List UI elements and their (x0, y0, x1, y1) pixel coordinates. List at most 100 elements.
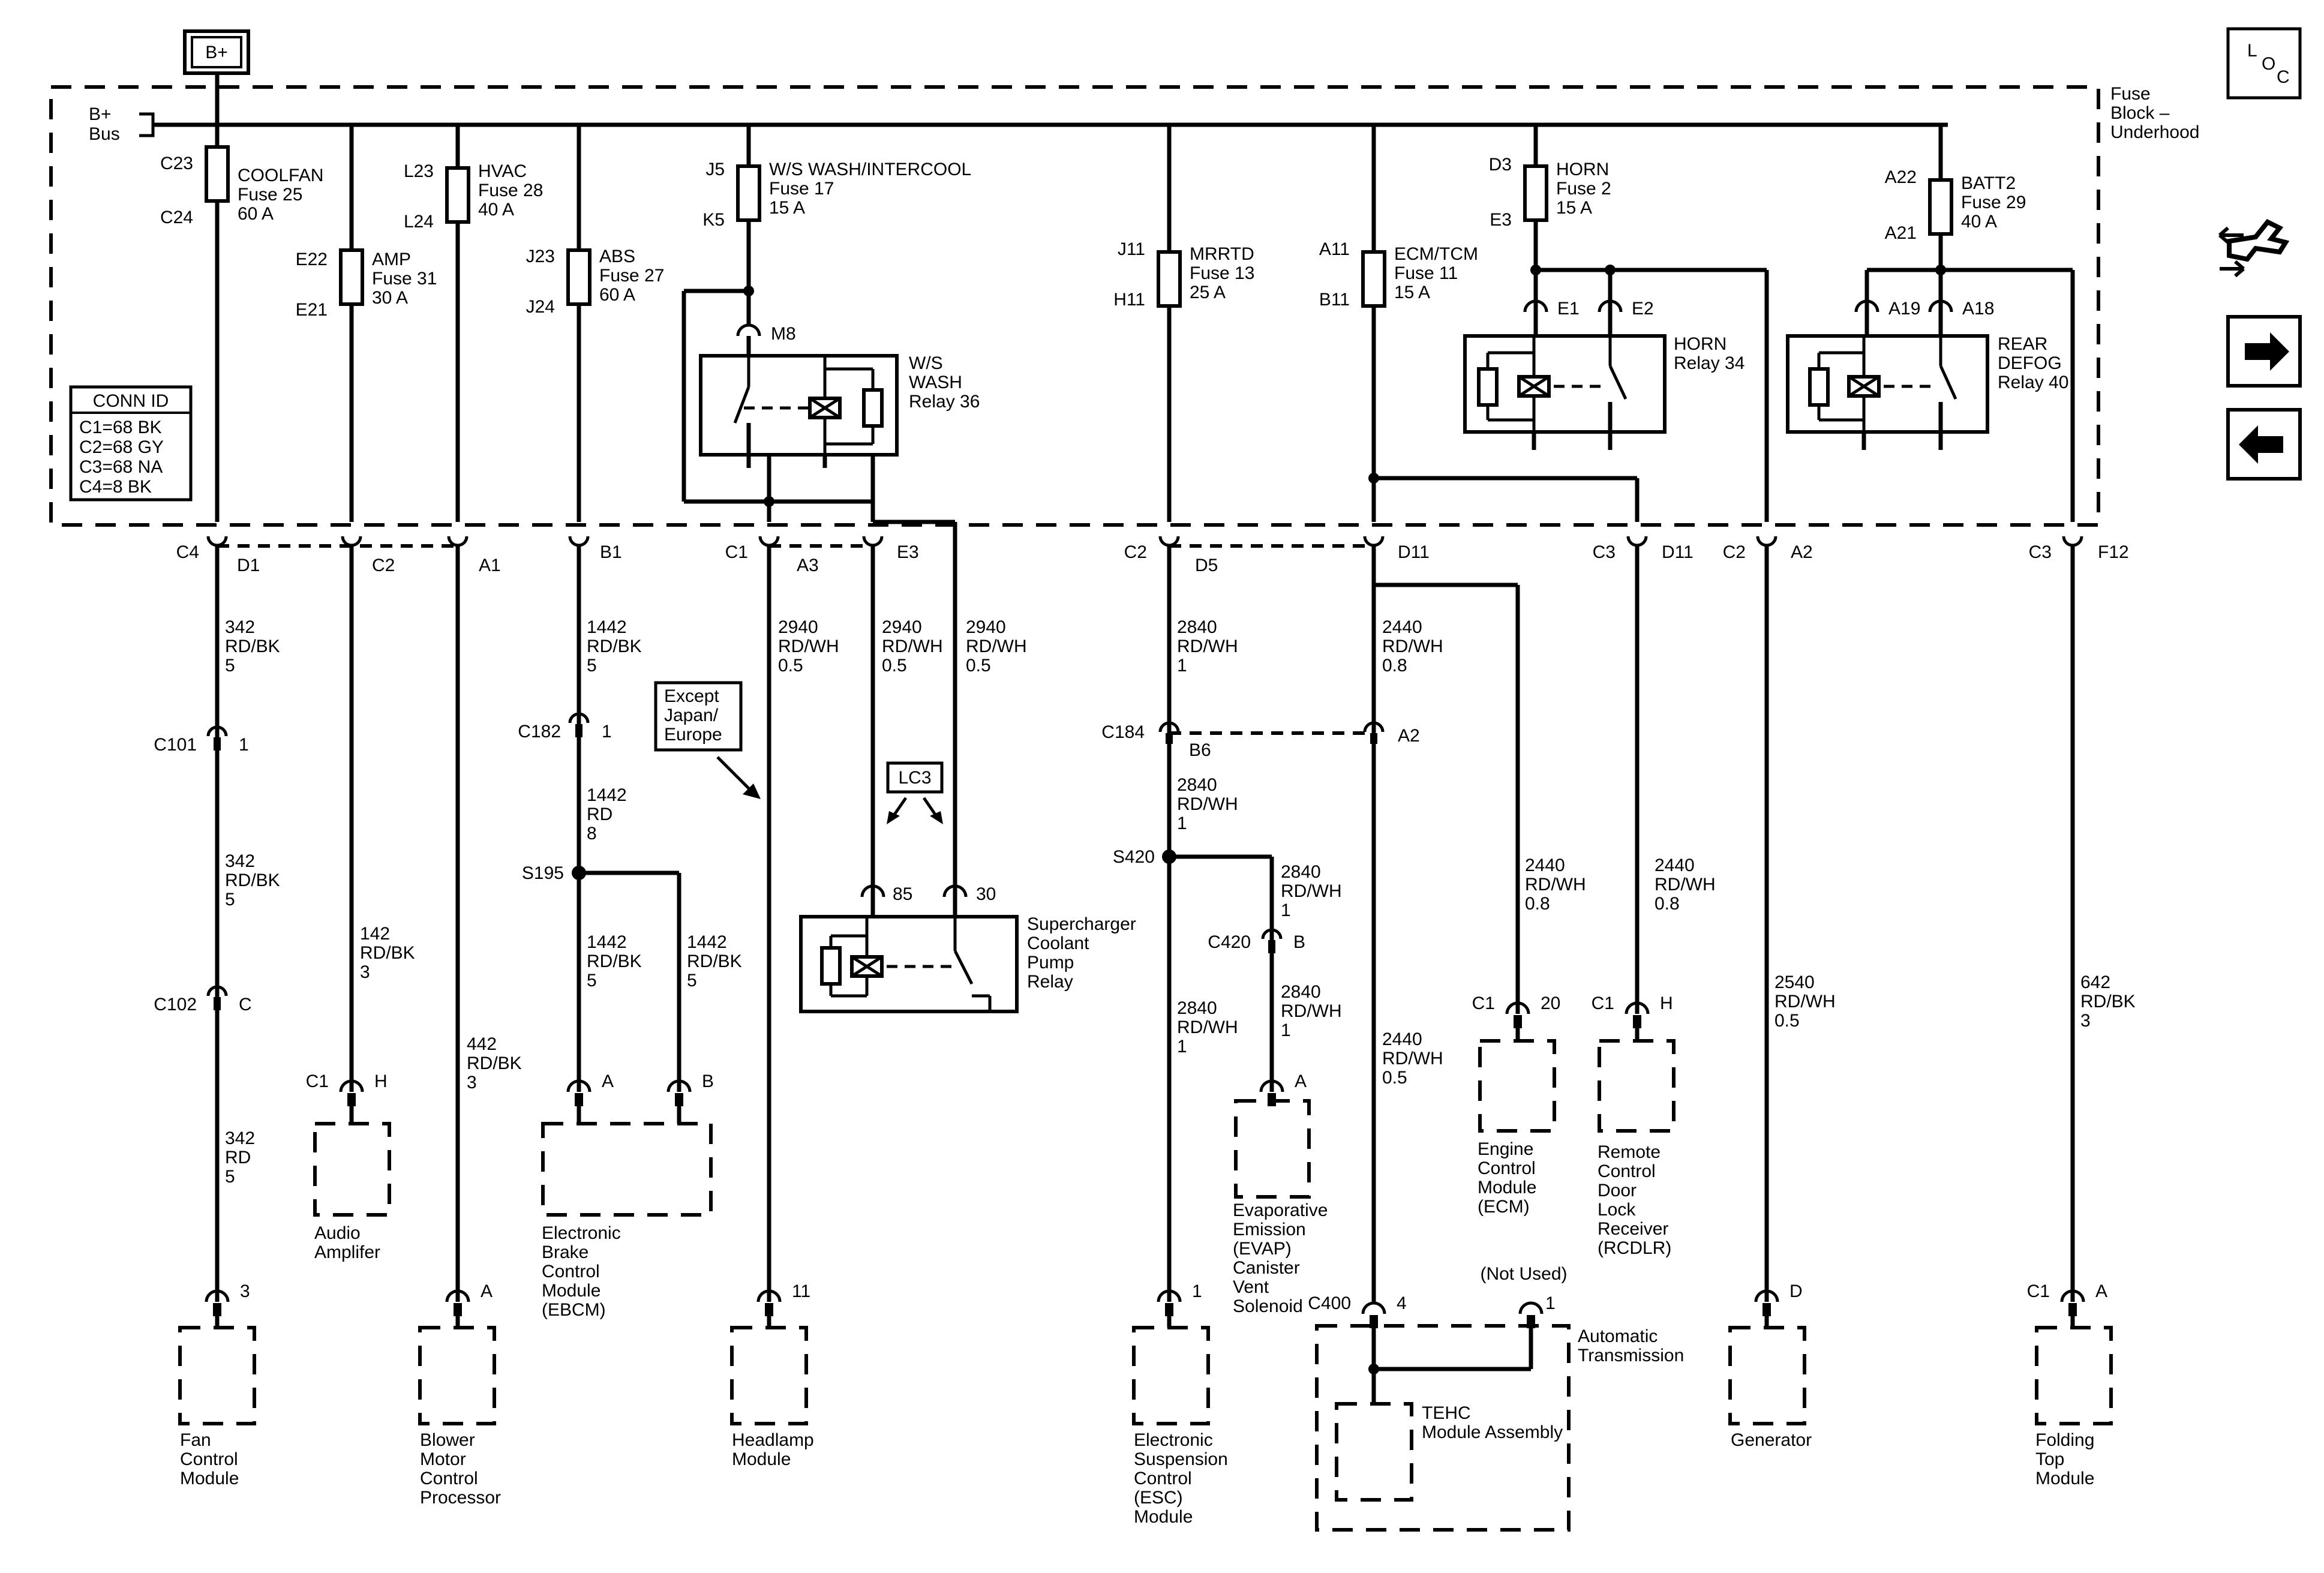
svg-text:85: 85 (893, 884, 912, 904)
connector-pin (2060, 1289, 2085, 1302)
svg-text:Fuse 11: Fuse 11 (1394, 263, 1458, 283)
svg-text:C101: C101 (154, 735, 197, 755)
svg-text:1: 1 (1545, 1293, 1556, 1313)
splice-s420: S420 (1113, 847, 1155, 867)
component-name-line: Module (1478, 1178, 1536, 1197)
note-line: Japan/ (664, 706, 719, 725)
svg-text:C420: C420 (1208, 932, 1251, 952)
svg-text:40 A: 40 A (1961, 212, 1997, 232)
loc-icon[interactable]: L O C (2226, 27, 2302, 100)
svg-text:D11: D11 (1662, 542, 1694, 562)
wire-label-line: 2440 (1382, 617, 1422, 637)
svg-text:C2: C2 (1124, 542, 1147, 562)
connector-pin-label: 20 (1541, 993, 1560, 1013)
wire-label-line: 0.5 (966, 656, 991, 676)
inline-connector-c101: C101 1 (154, 725, 249, 755)
svg-text:B1: B1 (600, 542, 622, 562)
component-name-line: TEHC (1422, 1403, 1471, 1423)
svg-text:C184: C184 (1101, 722, 1145, 742)
component-box (1598, 1039, 1676, 1133)
fuse-hvac: L23 L24 HVAC Fuse 28 40 A (404, 161, 543, 232)
svg-text:ECM/TCM: ECM/TCM (1394, 244, 1478, 264)
svg-text:A11: A11 (1319, 239, 1350, 259)
svg-text:A18: A18 (1962, 299, 1994, 319)
connector-pin-body (575, 1093, 583, 1106)
svg-text:L24: L24 (404, 212, 434, 232)
svg-text:D5: D5 (1195, 556, 1218, 575)
svg-text:K5: K5 (702, 210, 725, 230)
wire-label-line: RD/BK (687, 951, 742, 971)
wire-label-line: RD/WH (1774, 992, 1836, 1011)
svg-text:W/S: W/S (909, 353, 943, 373)
arrow-left-icon[interactable] (2226, 408, 2302, 481)
component-name-line: Top (2035, 1449, 2064, 1469)
fuse-block-label-line: Fuse (2110, 84, 2151, 104)
bplus-tag: B+ (183, 29, 250, 75)
component-box (1132, 1326, 1210, 1425)
wire-label-line: RD/BK (2080, 992, 2136, 1011)
lc3-note: LC3 (886, 761, 944, 824)
svg-text:MRRTD: MRRTD (1190, 244, 1254, 264)
component-name-line: Door (1598, 1181, 1637, 1200)
svg-text:D1: D1 (237, 556, 260, 575)
fuse-amp: E22 E21 AMP Fuse 31 30 A (296, 248, 437, 320)
auto-trans-line: Automatic (1578, 1326, 1658, 1346)
wire-label-line: RD/WH (1281, 881, 1342, 901)
note-line: Except (664, 686, 719, 706)
wire-label-line: 1442 (587, 785, 627, 805)
svg-text:30: 30 (976, 884, 996, 904)
component-name-line: Electronic (1134, 1430, 1213, 1450)
component-name-line: (RCDLR) (1598, 1238, 1671, 1258)
arrow-right-icon[interactable] (2226, 315, 2302, 388)
svg-text:A19: A19 (1888, 299, 1920, 319)
wire-label-line: RD/BK (587, 637, 642, 656)
wire-label-line: 0.5 (1382, 1068, 1407, 1088)
connector-pin-label: H (1660, 993, 1673, 1013)
connector-pin (339, 1079, 364, 1092)
schematic-navigation-icon[interactable] (2218, 218, 2290, 278)
inline-connector-c420: C420 B (1208, 928, 1305, 953)
wire-label-line: 1442 (687, 932, 727, 952)
component-name-line: Processor (420, 1488, 501, 1508)
svg-text:A22: A22 (1885, 167, 1917, 187)
svg-text:D3: D3 (1489, 155, 1512, 175)
svg-text:M8: M8 (771, 324, 796, 344)
wire-label-line: 0.8 (1382, 656, 1407, 676)
svg-text:Fuse 27: Fuse 27 (599, 266, 664, 286)
wire-label-line: RD/WH (966, 637, 1027, 656)
component-name-line: Module (180, 1469, 239, 1488)
wire-label-line: 1 (1177, 813, 1187, 833)
svg-text:J24: J24 (526, 297, 555, 317)
wire-label-line: RD/BK (360, 943, 415, 963)
wire-label-line: RD/BK (225, 637, 280, 656)
svg-text:15 A: 15 A (769, 198, 805, 218)
svg-text:L: L (2247, 41, 2257, 61)
component-name-line: (ECM) (1478, 1197, 1530, 1217)
svg-text:F12: F12 (2098, 542, 2129, 562)
connector-pin-body (454, 1303, 462, 1316)
connector-pin-body (1762, 1303, 1771, 1316)
inline-connector-c182: C182 1 (518, 712, 612, 742)
component-name-line: Generator (1731, 1430, 1812, 1450)
connector-pin-label: 4 (1397, 1293, 1407, 1313)
component-name-line: Solenoid (1233, 1296, 1303, 1316)
wire-label-line: RD (587, 804, 612, 824)
component-box (178, 1326, 256, 1425)
relay-rear-defog: A19 A18 REAR DEFOG Relay 40 (1786, 299, 2068, 450)
svg-text:A3: A3 (797, 556, 819, 575)
svg-text:Fuse 29: Fuse 29 (1961, 193, 2026, 212)
svg-text:Coolant: Coolant (1027, 933, 1089, 953)
wire-label-line: 0.5 (1774, 1011, 1800, 1031)
wire-label-line: 5 (587, 656, 597, 676)
component-name-line: Module (732, 1449, 791, 1469)
wire-label-line: RD/BK (225, 870, 280, 890)
fuse-batt2: A22 A21 BATT2 Fuse 29 40 A (1885, 167, 2026, 243)
svg-text:J11: J11 (1118, 239, 1145, 259)
